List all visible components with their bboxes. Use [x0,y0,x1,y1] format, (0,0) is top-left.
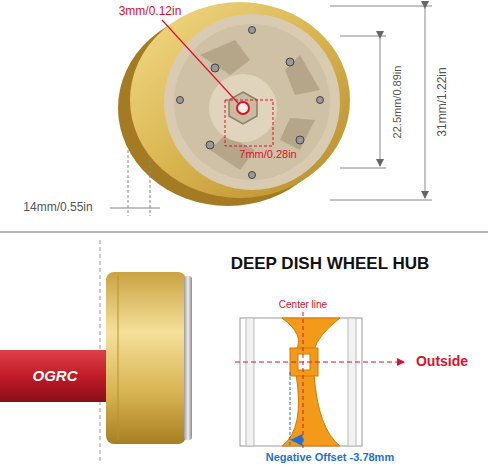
dimension-label: 7mm/0.28in [239,148,296,160]
dimension-label: 22.5mm/0.89in [391,66,403,139]
side-label: Outside [416,354,468,369]
diagram-title: DEEP DISH WHEEL HUB [231,255,430,274]
offset-label: Negative Offset -3.78mm [266,451,394,463]
axis-label: Center line [279,299,327,310]
dimension-label: 14mm/0.55in [23,201,92,214]
dimension-label: 31mm/1.22in [436,67,449,136]
dimension-label: 3mm/0.12in [119,5,182,18]
brand-logo: OGRC [33,368,78,385]
